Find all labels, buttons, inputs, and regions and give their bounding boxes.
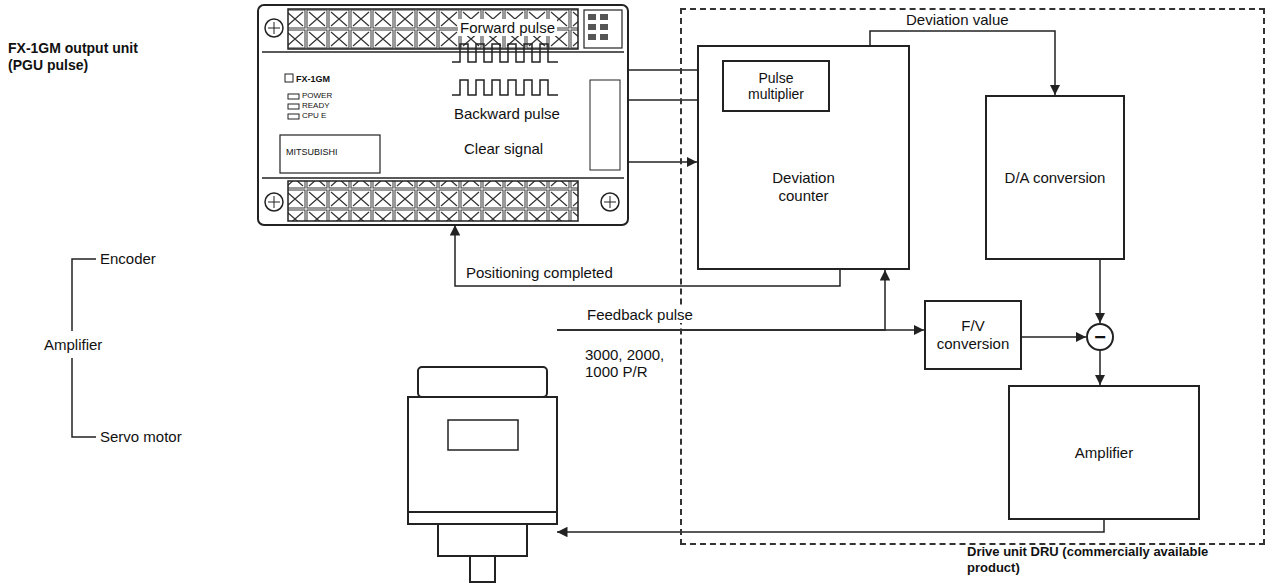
node-label: Deviation counter: [699, 169, 908, 205]
subtractor-circle: −: [1086, 323, 1114, 351]
node-label: Drive unit DRU (commercially available p…: [967, 544, 1257, 576]
servo-motor-drawing: [408, 367, 557, 582]
signal-label: Forward pulse: [458, 19, 557, 36]
node-label: Encoder: [100, 250, 156, 268]
signal-connector: [628, 161, 697, 163]
signal-label: Feedback pulse: [585, 306, 695, 323]
node-label: F/V conversion: [928, 317, 1018, 353]
signal-connector: [1099, 260, 1101, 323]
amplifier-box: Amplifier: [1008, 385, 1200, 520]
led-label: POWER: [302, 91, 332, 101]
node-label: Pulse multiplier: [731, 70, 821, 102]
fv-conversion-box: F/V conversion: [924, 300, 1022, 370]
signal-label: Positioning completed: [464, 264, 615, 281]
amplifier-bracket-label: Amplifier: [42, 336, 104, 353]
drive-unit-region: Pulse multiplierDeviation counterD/A con…: [680, 8, 1265, 545]
servo-motor: EncoderServo motor: [408, 367, 557, 582]
da-conversion-box: D/A conversion: [985, 95, 1125, 260]
node-sublabel: FX-1GM: [296, 74, 330, 85]
node-label: D/A conversion: [1005, 169, 1106, 187]
plc-unit: [258, 5, 628, 225]
node-sublabel: Servo motor: [100, 428, 182, 446]
node-label: −: [1094, 327, 1106, 347]
signal-label: Clear signal: [462, 140, 545, 157]
signal-connector: [1022, 336, 1086, 338]
led-label: READY: [302, 101, 330, 111]
pulse-multiplier-box: Pulse multiplier: [722, 60, 830, 112]
signal-label: Backward pulse: [452, 105, 562, 122]
encoder-resolution: 3000, 2000, 1000 P/R: [585, 346, 695, 380]
forward-pulse-train: [452, 44, 558, 62]
node-label: FX-1GM output unit (PGU pulse): [8, 40, 158, 74]
deviation-counter-box: Pulse multiplierDeviation counter: [697, 45, 910, 270]
signal-connector: [1099, 351, 1101, 385]
node-label: Amplifier: [1075, 444, 1133, 462]
backward-pulse-train: [452, 80, 558, 95]
led-label: CPU E: [302, 111, 326, 121]
signal-connector: [557, 520, 1104, 532]
brand-label: MITSUBISHI: [286, 147, 338, 158]
signal-label: Deviation value: [904, 11, 1011, 28]
